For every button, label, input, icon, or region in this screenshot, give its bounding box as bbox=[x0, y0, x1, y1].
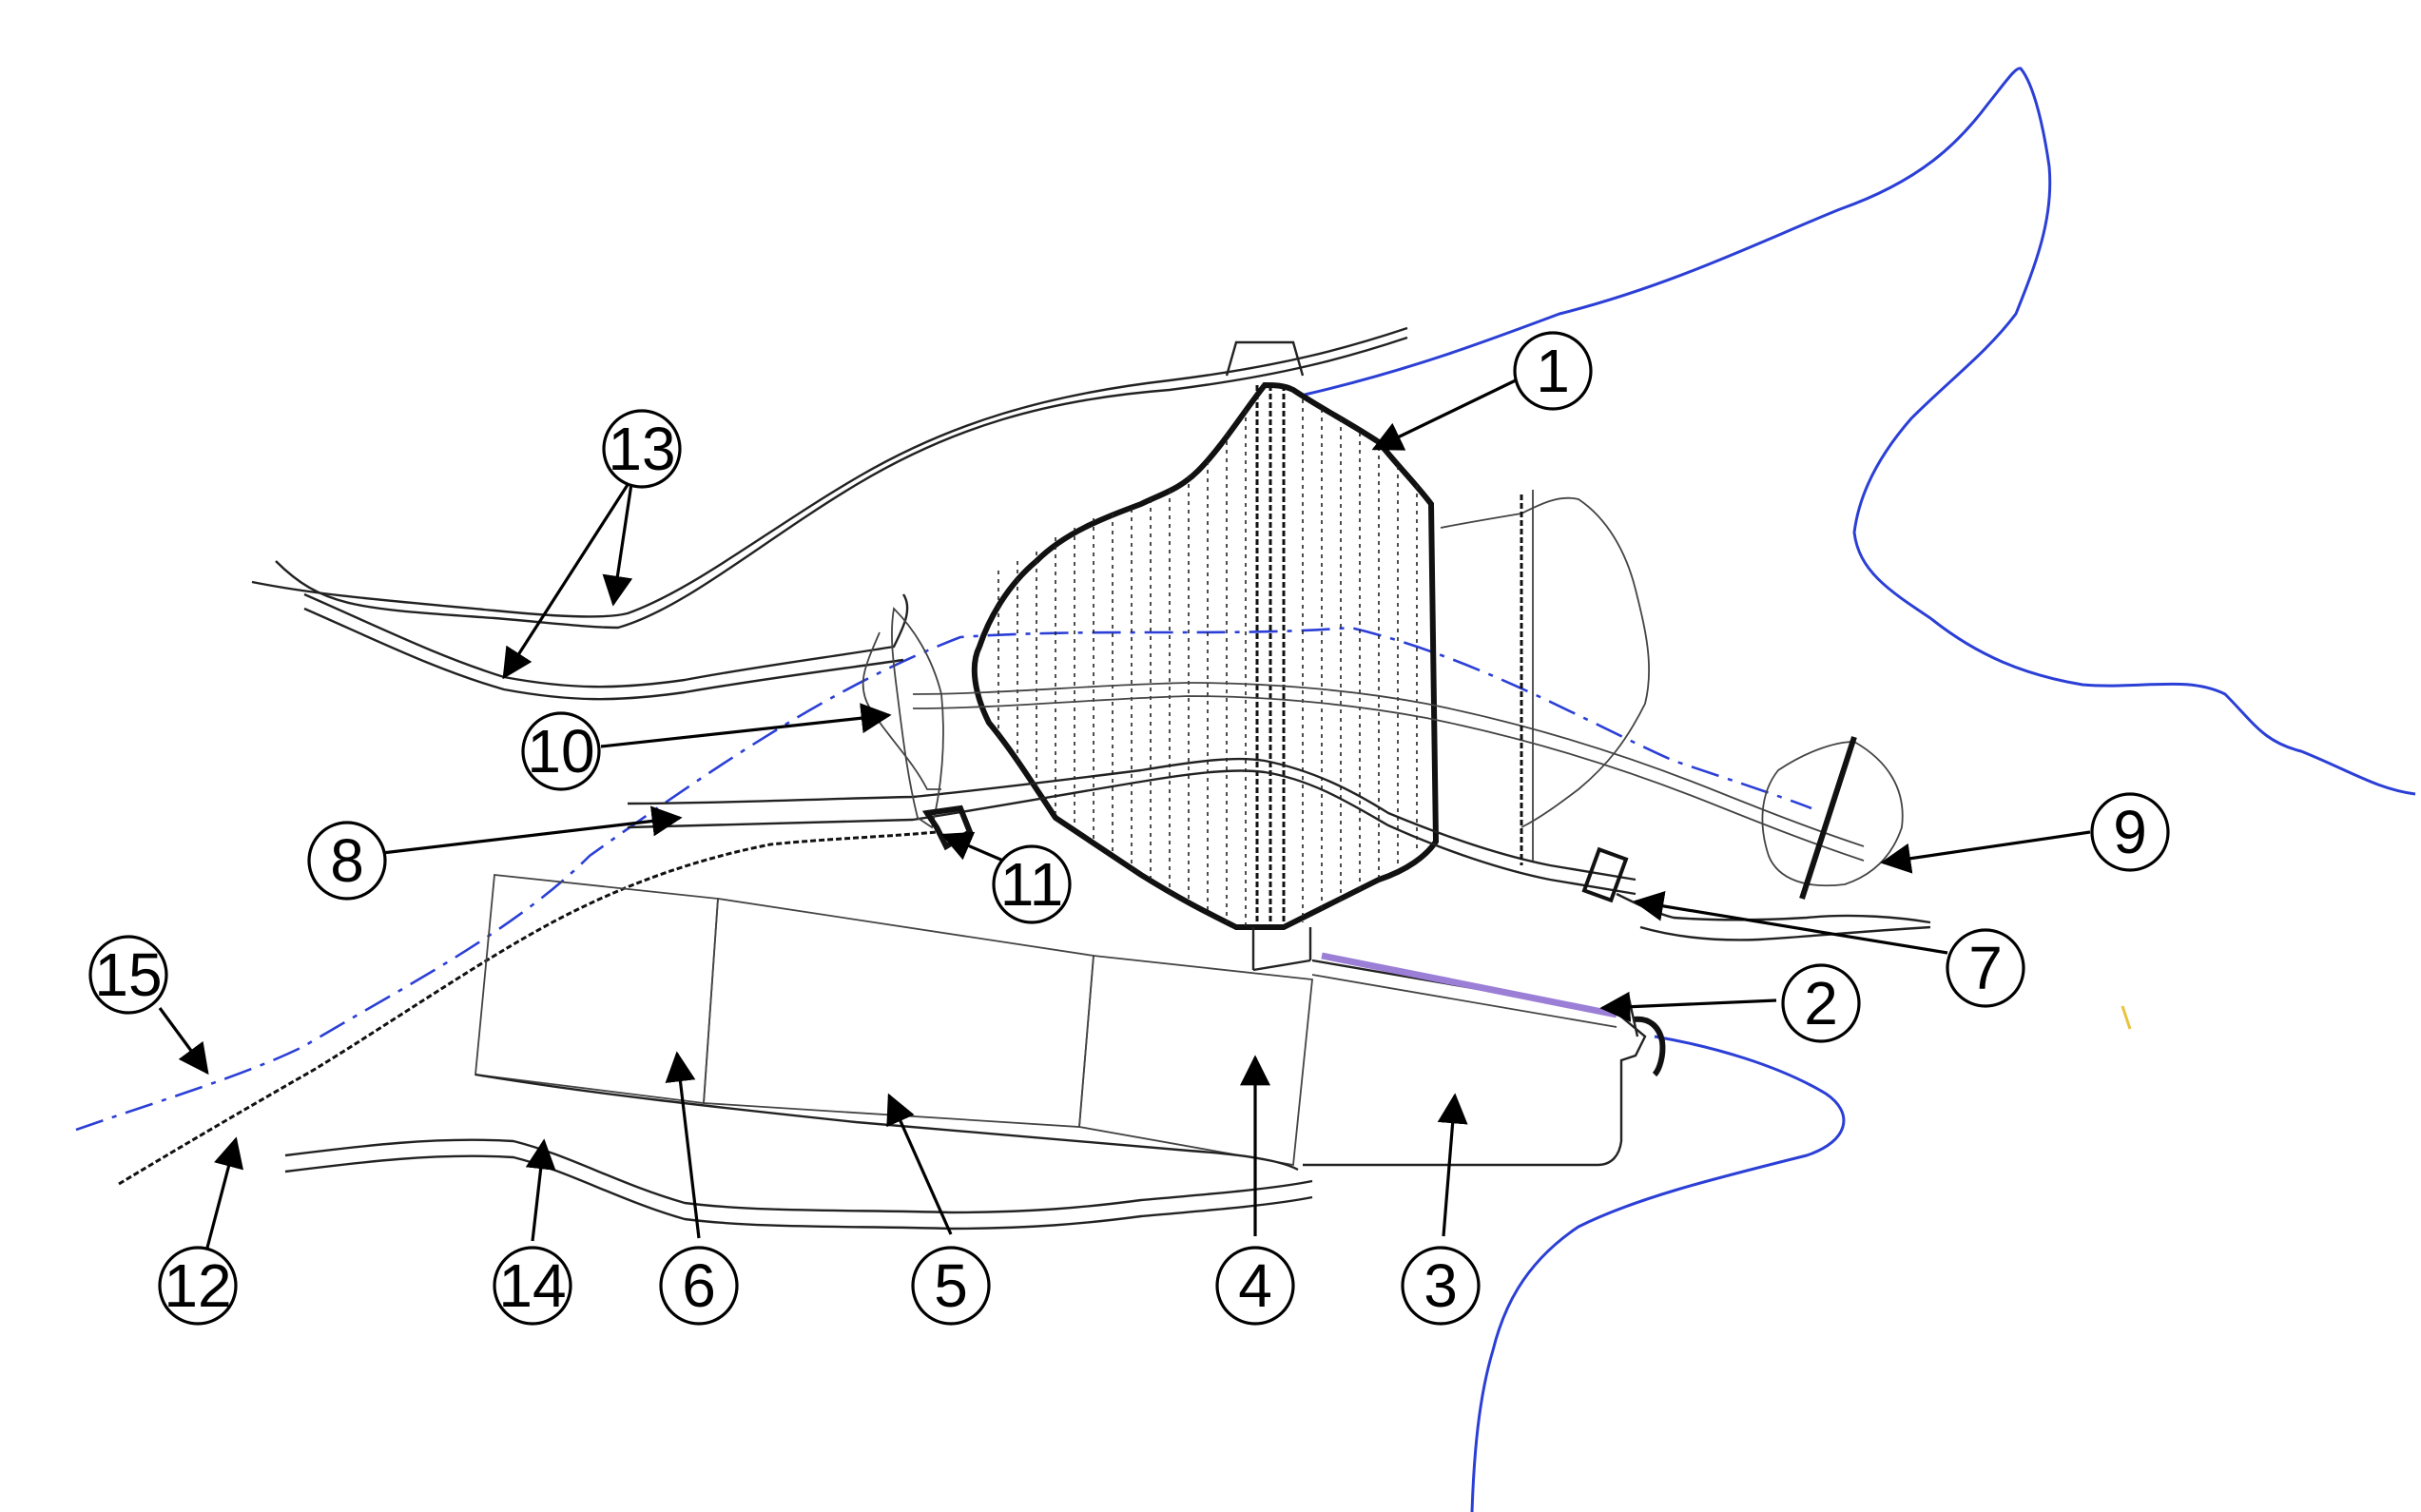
callout-15-label: 15 bbox=[94, 940, 162, 1009]
river-bank-lower bbox=[1470, 1035, 1846, 1512]
outlet-channel bbox=[1616, 892, 1931, 924]
downstream-cofferdam bbox=[1761, 741, 1904, 887]
tailrace-lining bbox=[1321, 952, 1617, 1018]
callout-9: 9 bbox=[2090, 792, 2170, 872]
callout-5-label: 5 bbox=[934, 1251, 968, 1320]
access-road-lower-edge bbox=[303, 607, 904, 701]
plant-block-4 bbox=[1078, 955, 1313, 1167]
access-road-upper-edge bbox=[251, 326, 1408, 618]
diversion-tunnel-outer bbox=[912, 682, 1865, 847]
leader-13b bbox=[502, 476, 634, 680]
leader-3 bbox=[1437, 1093, 1468, 1237]
downstream-cofferdam-axis bbox=[1799, 736, 1857, 900]
callout-6: 6 bbox=[659, 1246, 739, 1326]
callout-13-label: 13 bbox=[608, 415, 675, 483]
callout-14-label: 14 bbox=[498, 1251, 566, 1320]
leader-2 bbox=[1599, 991, 1777, 1022]
leader-12 bbox=[205, 1136, 244, 1249]
cofferdam-shell bbox=[862, 631, 941, 790]
dam-axis-line bbox=[75, 626, 1812, 1132]
diversion-tunnel-outer-edge bbox=[912, 695, 1865, 862]
callout-7-label: 7 bbox=[1968, 934, 2003, 1002]
callout-4-label: 4 bbox=[1238, 1251, 1272, 1320]
leader-5 bbox=[886, 1093, 953, 1235]
dam-toe-stub bbox=[1251, 927, 1312, 972]
callout-9-label: 9 bbox=[2113, 798, 2147, 866]
survey-tick-mark bbox=[2121, 1005, 2132, 1030]
plant-block-5 bbox=[703, 897, 1094, 1128]
leader-lines bbox=[158, 377, 2091, 1249]
upstream-cofferdam bbox=[891, 607, 944, 829]
leader-8 bbox=[381, 805, 683, 855]
right-abutment-outline bbox=[1440, 496, 1650, 828]
callout-3-label: 3 bbox=[1424, 1251, 1458, 1320]
callout-4: 4 bbox=[1215, 1246, 1295, 1326]
callout-14: 14 bbox=[493, 1246, 572, 1326]
plant-block-6 bbox=[475, 874, 719, 1105]
headrace-line bbox=[118, 830, 938, 1186]
leader-13a bbox=[602, 476, 634, 607]
access-road-lower bbox=[303, 592, 909, 688]
leader-15 bbox=[158, 1007, 209, 1076]
tailrace-channel bbox=[1303, 959, 1647, 1167]
callout-15: 15 bbox=[88, 935, 168, 1015]
leader-7 bbox=[1633, 890, 1948, 955]
callout-2-label: 2 bbox=[1804, 969, 1838, 1037]
leader-11 bbox=[940, 831, 1011, 865]
callout-3: 3 bbox=[1401, 1246, 1481, 1326]
callout-12: 12 bbox=[158, 1246, 238, 1326]
dam-crest-top-access bbox=[1225, 340, 1305, 377]
callout-12-label: 12 bbox=[164, 1251, 231, 1320]
leader-6 bbox=[665, 1051, 701, 1239]
riverside-road bbox=[284, 1138, 1313, 1214]
tailrace-gate bbox=[1633, 1016, 1666, 1077]
plant-lower-boundary bbox=[475, 1073, 1299, 1172]
callout-1: 1 bbox=[1513, 331, 1593, 411]
callout-10: 10 bbox=[521, 711, 601, 791]
leader-1 bbox=[1371, 377, 1520, 451]
callout-8-label: 8 bbox=[330, 826, 364, 895]
diversion-tunnel-edge bbox=[627, 769, 1637, 896]
river-bank-upper bbox=[1304, 67, 2416, 796]
outlet-structure bbox=[1581, 846, 1629, 903]
callout-1-label: 1 bbox=[1536, 337, 1570, 405]
callout-10-label: 10 bbox=[527, 717, 594, 785]
callout-11: 11 bbox=[992, 844, 1072, 924]
dam-body-outline bbox=[971, 381, 1440, 930]
callout-5: 5 bbox=[911, 1246, 991, 1326]
gate-stem bbox=[1626, 993, 1639, 1037]
callout-7: 7 bbox=[1946, 928, 2025, 1008]
outlet-channel-edge bbox=[1639, 925, 1931, 941]
dam-body-hatching bbox=[997, 399, 1418, 927]
callout-8: 8 bbox=[307, 821, 387, 901]
callout-2: 2 bbox=[1781, 963, 1861, 1043]
access-road-upper bbox=[275, 336, 1408, 630]
leader-9 bbox=[1880, 830, 2091, 874]
leader-10 bbox=[600, 703, 892, 748]
leader-14 bbox=[525, 1138, 556, 1242]
callout-13: 13 bbox=[602, 409, 682, 489]
tailrace-channel-inner bbox=[1311, 974, 1617, 1028]
riverside-road-edge bbox=[284, 1154, 1313, 1231]
callout-6-label: 6 bbox=[682, 1251, 716, 1320]
callout-11-label: 11 bbox=[1000, 850, 1063, 919]
